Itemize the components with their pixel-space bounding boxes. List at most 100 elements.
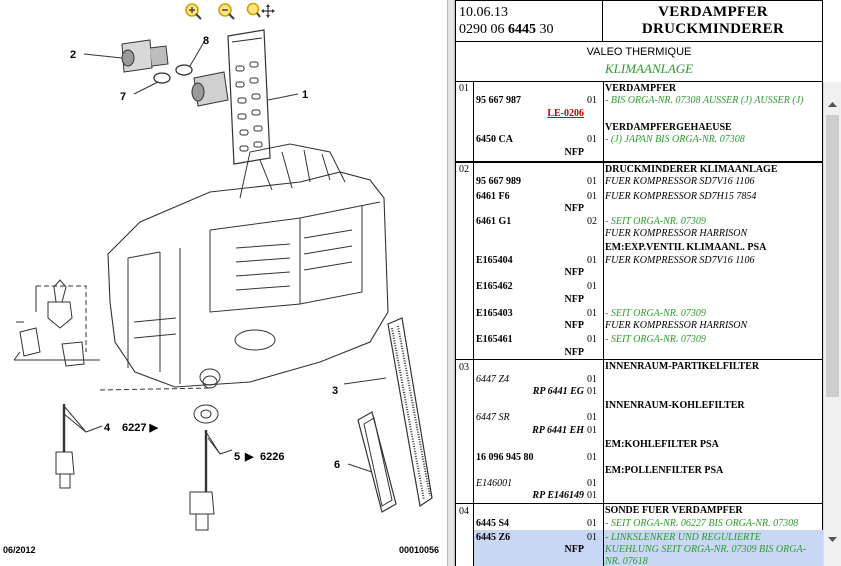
part-number[interactable]: 6461 F6 [476, 191, 510, 202]
part-note: - SEIT ORGA-NR. 07309 [605, 308, 706, 319]
group-number: 02 [459, 164, 469, 175]
parts-list-pane: 10.06.13 0290 06 6445 30 VERDAMPFER DRUC… [455, 0, 841, 566]
header-ref-prefix: 0290 06 [459, 22, 505, 37]
replacement-part[interactable]: RP 6441 EH [532, 425, 584, 436]
header-title-line1: VERDAMPFER [658, 4, 768, 20]
group-number: 03 [459, 362, 469, 373]
part-quantity: 01 [587, 490, 597, 501]
part-quantity: 01 [587, 255, 597, 266]
nfp-flag: NFP [564, 347, 584, 358]
scroll-down-arrow-icon [828, 537, 837, 542]
header-title-line2: DRUCKMINDERER [641, 21, 785, 37]
part-quantity: 01 [587, 386, 597, 397]
header-system: KLIMAANLAGE [605, 61, 694, 76]
part-number[interactable]: E165403 [476, 308, 513, 319]
parts-group-03: 03 INNENRAUM-PARTIKELFILTER 6447 Z4 01 R… [455, 360, 823, 504]
part-description: INNENRAUM-PARTIKELFILTER [605, 361, 760, 372]
nfp-flag: NFP [564, 320, 584, 331]
part-quantity: 01 [587, 532, 597, 543]
le-reference-link[interactable]: LE-0206 [547, 108, 584, 119]
zoom-toolbar [0, 0, 447, 22]
part-note: - BIS ORGA-NR. 07308 AUSSER (J) AUSSER (… [605, 95, 804, 106]
callout-1: 1 [302, 89, 308, 101]
part-quantity: 01 [587, 281, 597, 292]
callout-6: 5 [234, 451, 240, 463]
header-ref-bold: 6445 [508, 22, 536, 37]
part-note: KUEHLUNG SEIT ORGA-NR. 07309 BIS ORGA- [605, 544, 806, 555]
scroll-up-button[interactable] [824, 96, 841, 114]
nfp-flag: NFP [564, 267, 584, 278]
replacement-part[interactable]: RP E146149 [532, 490, 584, 501]
nfp-flag: NFP [564, 203, 584, 214]
parts-header: 10.06.13 0290 06 6445 30 VERDAMPFER DRUC… [455, 0, 823, 82]
part-description: INNENRAUM-KOHLEFILTER [605, 400, 745, 411]
diagram-date-label: 06/2012 [3, 545, 36, 555]
part-number[interactable]: 6450 CA [476, 134, 513, 145]
part-note: FUER KOMPRESSOR HARRISON [605, 228, 748, 239]
header-ref-suffix: 30 [539, 22, 554, 37]
part-quantity: 01 [587, 95, 597, 106]
part-quantity: 01 [587, 478, 597, 489]
parts-scrollbar[interactable] [823, 82, 841, 566]
part-number[interactable]: 95 667 989 [476, 176, 521, 187]
part-quantity: 01 [587, 412, 597, 423]
part-number-selected[interactable]: 6445 Z6 [476, 532, 511, 543]
nfp-flag: NFP [564, 544, 584, 555]
part-quantity: 01 [587, 374, 597, 385]
diagram-id-label: 00010056 [399, 545, 440, 555]
header-manufacturer: VALEO THERMIQUE [586, 46, 692, 58]
callout-8: 8 [203, 35, 209, 47]
parts-group-01: 01 VERDAMPFER 95 667 987 01 - BIS ORGA-N… [455, 82, 823, 162]
nfp-flag: NFP [564, 147, 584, 158]
part-description: SONDE FUER VERDAMPFER [605, 505, 743, 516]
part-note: FUER KOMPRESSOR SD7H15 7854 [605, 191, 757, 202]
part-note: NR. 07618 [605, 556, 648, 566]
header-date: 10.06.13 [459, 5, 508, 20]
part-number[interactable]: 95 667 987 [476, 95, 521, 106]
part-quantity: 01 [587, 191, 597, 202]
zoom-out-icon [218, 3, 235, 20]
part-quantity: 01 [587, 452, 597, 463]
parts-table: 01 VERDAMPFER 95 667 987 01 - BIS ORGA-N… [455, 82, 823, 566]
callout-6-reference: 6226 [260, 451, 284, 463]
callout-4-reference: 6227 ▶ [122, 422, 159, 434]
replacement-part[interactable]: RP 6441 EG [532, 386, 584, 397]
part-note: FUER KOMPRESSOR SD7V16 1106 [605, 176, 755, 187]
scroll-up-arrow-icon [828, 102, 837, 107]
part-quantity: 01 [587, 308, 597, 319]
part-number[interactable]: 16 096 945 80 [476, 452, 534, 463]
zoom-in-button[interactable] [183, 2, 203, 20]
scroll-thumb[interactable] [826, 115, 839, 397]
part-number[interactable]: 6447 SR [476, 412, 510, 423]
header-reference: 0290 06 6445 30 [459, 22, 554, 38]
part-note: - LINKSLENKER UND REGULIERTE [605, 532, 761, 543]
part-note: - SEIT ORGA-NR. 06227 BIS ORGA-NR. 07308 [605, 518, 799, 529]
part-description: VERDAMPFERGEHAEUSE [605, 122, 732, 133]
part-description: VERDAMPFER [605, 83, 677, 94]
part-quantity: 02 [587, 216, 597, 227]
diagram-pane: 2 8 7 1 3 6 4 6227 ▶ 5 ▶ 6226 06/2012 00… [0, 0, 447, 555]
part-number[interactable]: E146001 [476, 478, 513, 489]
part-number[interactable]: E165461 [476, 334, 513, 345]
part-number[interactable]: 6461 G1 [476, 216, 512, 227]
parts-group-04: 04 SONDE FUER VERDAMPFER 6445 S4 01 - SE… [455, 504, 823, 566]
part-quantity: 01 [587, 425, 597, 436]
callout-5: 6 [334, 459, 340, 471]
part-quantity: 01 [587, 176, 597, 187]
part-note: - (J) JAPAN BIS ORGA-NR. 07308 [605, 134, 745, 145]
part-number[interactable]: E165462 [476, 281, 513, 292]
callout-6-arrow: ▶ [244, 451, 254, 463]
pane-divider[interactable] [447, 0, 455, 566]
group-number: 04 [459, 506, 469, 517]
part-number[interactable]: 6447 Z4 [476, 374, 510, 385]
scroll-down-button[interactable] [824, 530, 841, 548]
part-number[interactable]: 6445 S4 [476, 518, 510, 529]
selected-row-highlight [474, 530, 823, 566]
zoom-pan-button[interactable] [245, 2, 275, 20]
zoom-in-icon [185, 3, 202, 20]
zoom-out-button[interactable] [216, 2, 236, 20]
zoom-pan-icon [246, 2, 275, 18]
part-number[interactable]: E165404 [476, 255, 513, 266]
part-description: EM:POLLENFILTER PSA [605, 465, 724, 476]
part-note: FUER KOMPRESSOR HARRISON [605, 320, 748, 331]
